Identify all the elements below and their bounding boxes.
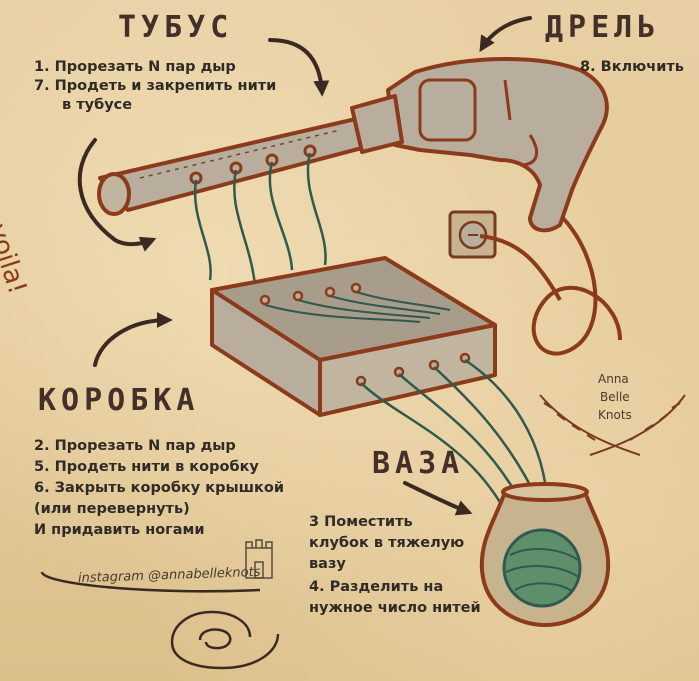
tube-title: ТУБУС — [118, 10, 234, 45]
drill-icon — [386, 57, 609, 233]
wall-socket-icon — [448, 210, 497, 259]
tube-step-7: 7. Продеть и закрепить нити — [34, 78, 277, 94]
drill-title: ДРЕЛЬ — [545, 10, 661, 45]
signature-line-1: Anna — [598, 372, 629, 386]
vase-step-3: 3 Поместить — [309, 514, 413, 530]
vase-step-3-cont: клубок в тяжелую — [309, 535, 465, 551]
vase-icon — [479, 482, 611, 627]
drill-cord — [531, 213, 622, 356]
box-step-6-cont: (или перевернуть) — [34, 501, 190, 517]
drill-step-8: 8. Включить — [580, 59, 684, 75]
vase-step-4: 4. Разделить на — [309, 579, 444, 595]
tube-icon — [97, 94, 404, 216]
signature-line-3: Knots — [598, 408, 632, 422]
vase-step-4-cont: нужное число нитей — [309, 600, 481, 616]
signature-line-2: Belle — [600, 390, 630, 404]
box-step-6-cont2: И придавить ногами — [34, 522, 205, 538]
instagram-swirl — [40, 571, 280, 670]
box-step-5: 5. Продеть нити в коробку — [34, 459, 259, 475]
box-step-2: 2. Прорезать N пар дыр — [34, 438, 236, 454]
threads-tube-to-box — [193, 152, 327, 286]
castle-doodle-icon — [245, 539, 273, 579]
vase-title: ВАЗА — [372, 446, 465, 481]
box-step-6: 6. Закрыть коробку крышкой — [34, 480, 284, 496]
box-title: КОРОБКА — [38, 383, 200, 418]
vase-step-3-cont2: вазу — [309, 556, 346, 572]
box-icon — [210, 256, 497, 417]
tube-step-1: 1. Прорезать N пар дыр — [34, 59, 236, 75]
tube-step-7-cont: в тубусе — [62, 97, 133, 113]
signature-wreath — [539, 394, 686, 456]
